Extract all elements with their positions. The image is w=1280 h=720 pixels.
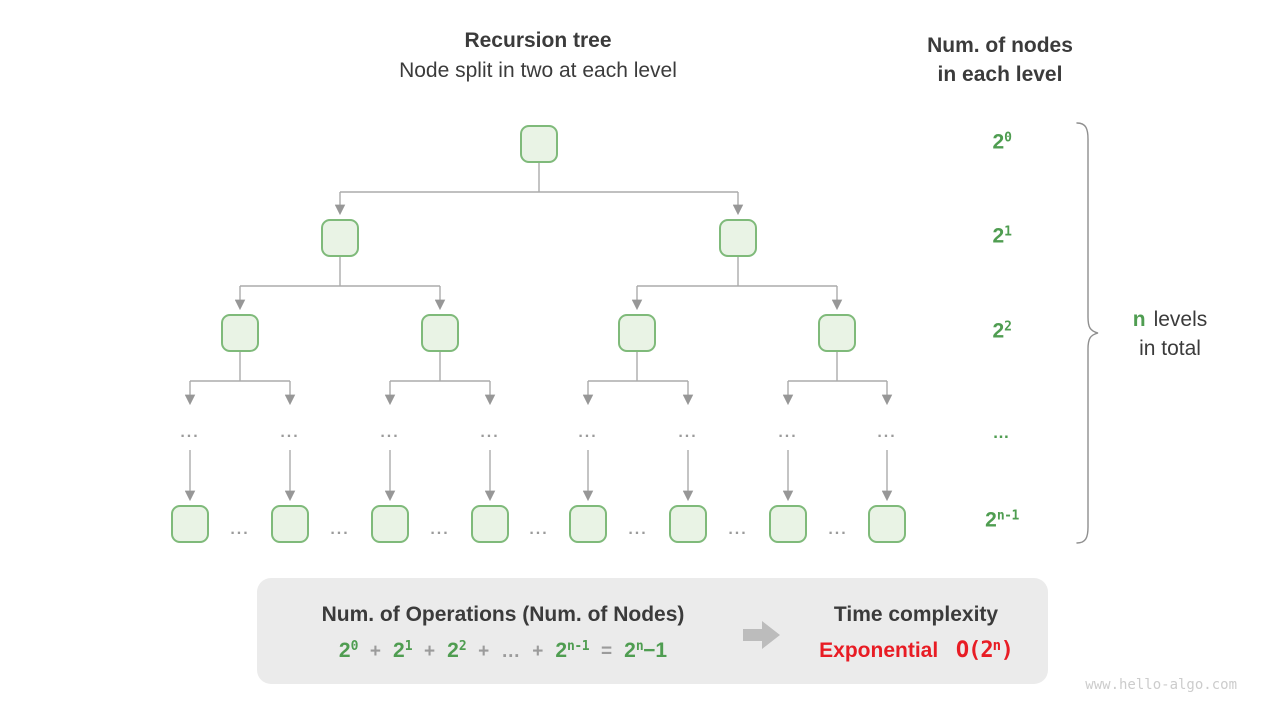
tree-node-root xyxy=(520,125,558,163)
complexity-value: Exponential O(2n) xyxy=(819,638,1014,663)
tree-node xyxy=(769,505,807,543)
operations-formula: 20 + 21 + 22 + … + 2n-1 = 2n−1 xyxy=(338,639,668,662)
tree-node xyxy=(321,219,359,257)
tree-node xyxy=(171,505,209,543)
watermark: www.hello-algo.com xyxy=(1085,677,1237,693)
level-count-label: 21 xyxy=(992,224,1012,248)
tree-node xyxy=(669,505,707,543)
levels-column-header: Num. of nodes in each level xyxy=(927,31,1073,89)
n-highlight: n xyxy=(1132,308,1146,331)
level-count-label: 22 xyxy=(992,319,1012,343)
ellipsis-label: ... xyxy=(480,424,500,441)
level-count-label: 2n-1 xyxy=(985,508,1019,532)
ellipsis-separator: ... xyxy=(430,521,450,538)
level-count-label: 20 xyxy=(992,130,1012,154)
tree-node xyxy=(471,505,509,543)
ellipsis-label: ... xyxy=(380,424,400,441)
tree-node xyxy=(868,505,906,543)
tree-node xyxy=(371,505,409,543)
tree-node xyxy=(569,505,607,543)
ellipsis-label: ... xyxy=(778,424,798,441)
time-complexity-title: Time complexity xyxy=(833,603,999,626)
ellipsis-separator: ... xyxy=(230,521,250,538)
ellipsis-label: ... xyxy=(877,424,897,441)
ellipsis-label: ... xyxy=(578,424,598,441)
diagram-title: Recursion tree xyxy=(464,29,612,52)
ellipsis-label: ... xyxy=(280,424,300,441)
ellipsis-label: ... xyxy=(180,424,200,441)
complexity-word: Exponential xyxy=(819,639,939,662)
diagram-subtitle: Node split in two at each level xyxy=(399,59,677,82)
ellipsis-label: ... xyxy=(678,424,698,441)
tree-node xyxy=(818,314,856,352)
ellipsis-separator: ... xyxy=(628,521,648,538)
level-count-label: … xyxy=(992,423,1012,442)
diagram-header: Recursion tree Node split in two at each… xyxy=(399,26,677,86)
levels-header-line2: in each level xyxy=(937,63,1063,86)
tree-node xyxy=(719,219,757,257)
ellipsis-separator: ... xyxy=(529,521,549,538)
brace-icon xyxy=(1076,122,1099,544)
operations-title: Num. of Operations (Num. of Nodes) xyxy=(321,603,685,626)
summary-box: Num. of Operations (Num. of Nodes) 20 + … xyxy=(257,578,1048,684)
tree-node xyxy=(221,314,259,352)
tree-node xyxy=(618,314,656,352)
levels-header-line1: Num. of nodes xyxy=(927,34,1073,57)
tree-node xyxy=(271,505,309,543)
tree-node xyxy=(421,314,459,352)
ellipsis-separator: ... xyxy=(728,521,748,538)
ellipsis-separator: ... xyxy=(330,521,350,538)
ellipsis-separator: ... xyxy=(828,521,848,538)
arrow-right-icon xyxy=(743,621,780,649)
